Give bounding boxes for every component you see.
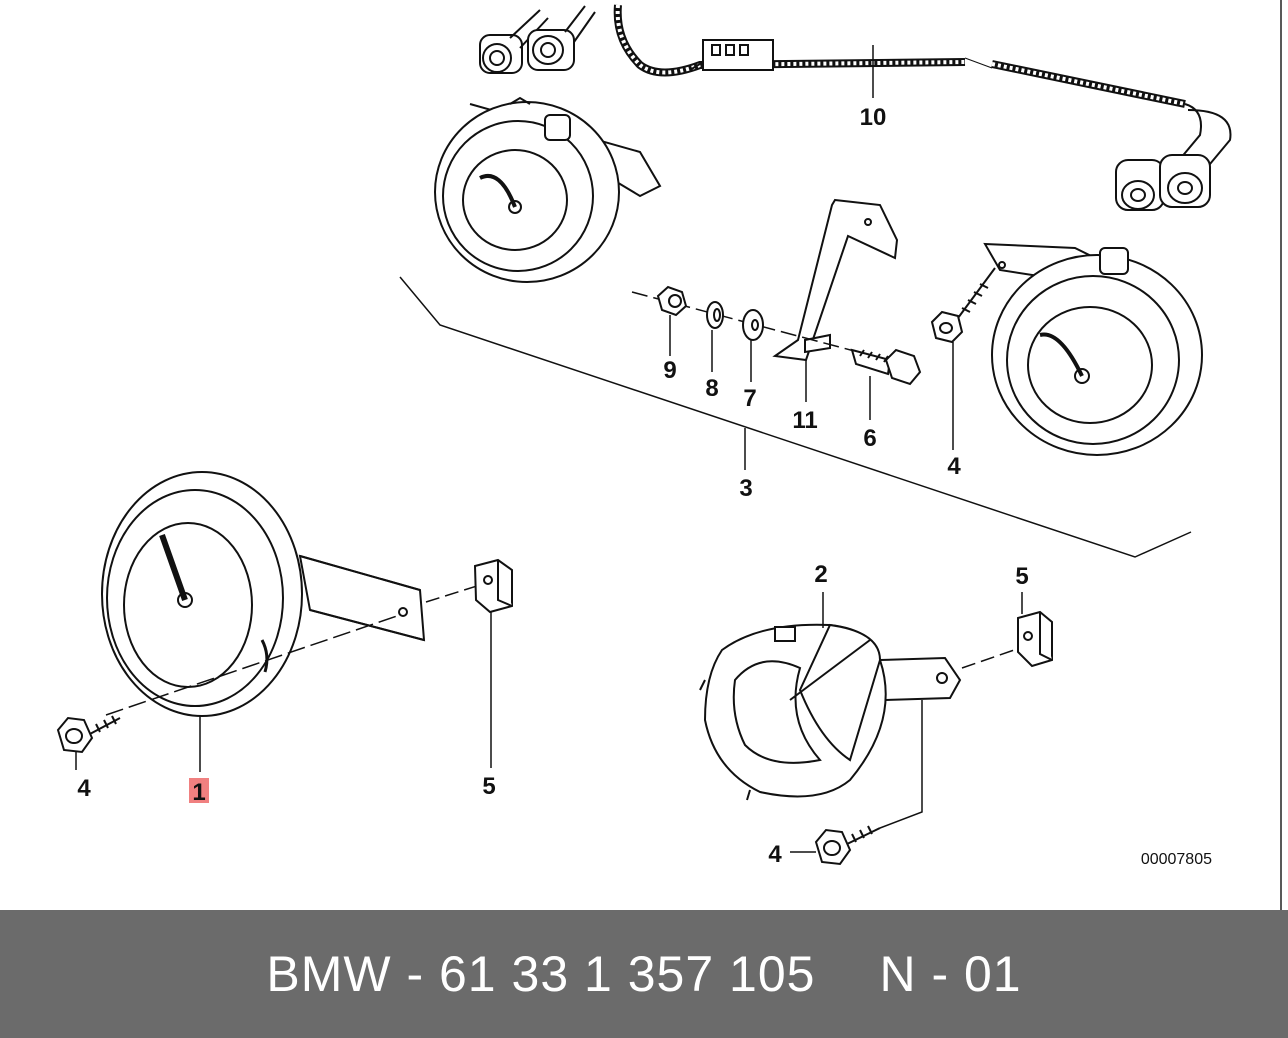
clip-nut-right[interactable] — [1017, 610, 1053, 668]
callout-7[interactable]: 7 — [743, 385, 756, 412]
callout-5-left[interactable]: 5 — [482, 773, 495, 800]
horn-set-top-right[interactable] — [983, 242, 1203, 456]
wiring-harness[interactable] — [479, 4, 1232, 211]
callout-5-right[interactable]: 5 — [1015, 563, 1028, 590]
callout-6[interactable]: 6 — [863, 425, 876, 452]
callout-10[interactable]: 10 — [860, 104, 887, 131]
connector-right-2 — [1159, 154, 1211, 208]
horn-2[interactable] — [699, 623, 962, 801]
callout-1[interactable]: 1 — [192, 779, 205, 806]
part-number-label: BMW - 61 33 1 357 105 — [266, 946, 816, 1002]
screw-bottom-left[interactable] — [56, 715, 121, 754]
callout-11[interactable]: 11 — [792, 407, 817, 434]
callout-8[interactable]: 8 — [705, 375, 718, 402]
hex-nut[interactable] — [656, 285, 688, 317]
screw-top-right[interactable] — [930, 267, 996, 344]
screw-bottom-right[interactable] — [814, 825, 881, 866]
horn-assembly-drawing: 1 2 3 4 4 4 5 5 6 7 8 9 10 11 00007805 — [56, 0, 1282, 910]
callout-4-left[interactable]: 4 — [77, 775, 91, 802]
callout-3[interactable]: 3 — [739, 475, 752, 502]
connector-right-1 — [1115, 159, 1165, 211]
flat-washer[interactable] — [742, 309, 764, 341]
page-label: N - 01 — [879, 946, 1022, 1002]
clip-nut-left[interactable] — [473, 558, 513, 614]
callout-9[interactable]: 9 — [663, 357, 676, 384]
part-number-footer: BMW - 61 33 1 357 105 N - 01 — [0, 910, 1288, 1038]
horn-set-top-left[interactable] — [434, 96, 662, 283]
hex-bolt[interactable] — [850, 348, 922, 386]
horn-1[interactable] — [101, 471, 426, 717]
set-3-bracket — [399, 276, 1192, 558]
callout-2[interactable]: 2 — [814, 561, 827, 588]
connector-left-2 — [527, 5, 596, 71]
callout-4-top-right[interactable]: 4 — [947, 453, 961, 480]
parts-diagram: 1 2 3 4 4 4 5 5 6 7 8 9 10 11 00007805 — [56, 0, 1282, 910]
diagram-reference-code: 00007805 — [1141, 851, 1212, 868]
highlight-callout-1-bg — [189, 778, 209, 803]
callout-4-bottom-right[interactable]: 4 — [768, 841, 782, 868]
lock-washer[interactable] — [706, 301, 724, 329]
